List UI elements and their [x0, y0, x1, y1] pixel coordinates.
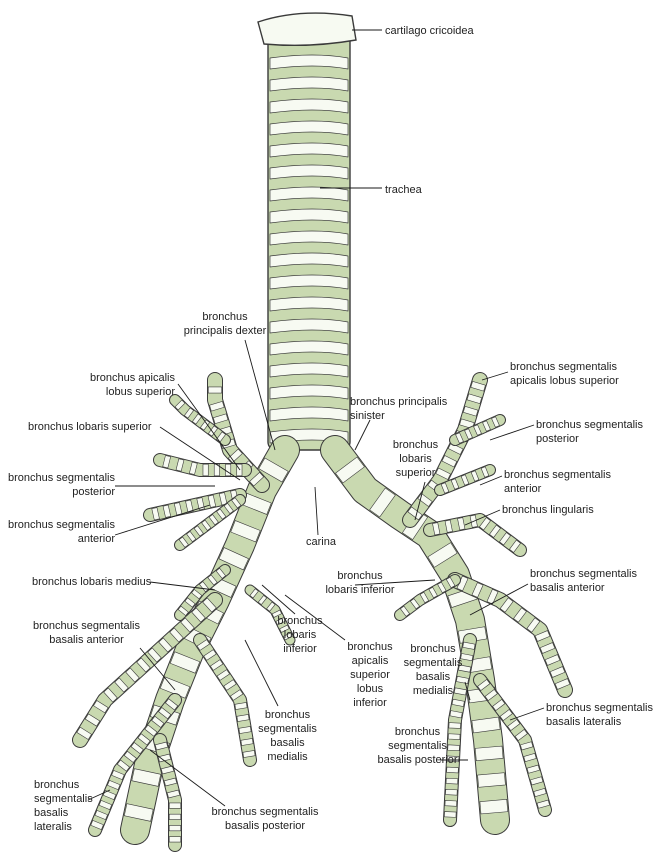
- label-cartilago-cricoidea: cartilago cricoidea: [385, 24, 474, 38]
- right-basal-medialis-shape: [197, 640, 255, 760]
- label-bronchus-segmentalis-basalis-medialis-right: bronchus segmentalis basalis medialis: [250, 708, 325, 764]
- label-bronchus-apicalis-lobus-superior: bronchus apicalis lobus superior: [60, 371, 175, 399]
- label-bronchus-lobaris-inferior-left: bronchus lobaris inferior: [320, 569, 400, 597]
- label-bronchus-lobaris-superior: bronchus lobaris superior: [28, 420, 152, 434]
- label-bronchus-segmentalis-basalis-lateralis-left: bronchus segmentalis basalis lateralis: [546, 701, 653, 729]
- label-trachea: trachea: [385, 183, 422, 197]
- leader-line: [315, 487, 318, 535]
- label-bronchus-lobaris-superior-left: bronchus lobaris superior: [388, 438, 443, 480]
- label-bronchus-lingularis: bronchus lingularis: [502, 503, 594, 517]
- label-bronchus-segmentalis-basalis-medialis-left: bronchus segmentalis basalis medialis: [398, 642, 468, 698]
- label-bronchus-segmentalis-basalis-lateralis-right: bronchus segmentalis basalis lateralis: [34, 778, 93, 834]
- label-bronchus-segmentalis-posterior-left: bronchus segmentalis posterior: [536, 418, 643, 446]
- label-bronchus-principalis-sinister: bronchus principalis sinister: [350, 395, 447, 423]
- label-bronchus-segmentalis-posterior-right: bronchus segmentalis posterior: [5, 471, 115, 499]
- leader-line: [510, 708, 544, 720]
- cricoid-cartilage-shape: [258, 13, 356, 45]
- label-carina: carina: [306, 535, 336, 549]
- leader-line: [355, 420, 370, 450]
- label-bronchus-segmentalis-anterior-right: bronchus segmentalis anterior: [5, 518, 115, 546]
- label-bronchus-lobaris-inferior-right: bronchus lobaris inferior: [270, 614, 330, 656]
- label-bronchus-lobaris-medius: bronchus lobaris medius: [32, 575, 151, 589]
- label-bronchus-principalis-dexter: bronchus principalis dexter: [180, 310, 270, 338]
- label-bronchus-segmentalis-basalis-posterior-right: bronchus segmentalis basalis posterior: [205, 805, 325, 833]
- trachea-shape: [268, 30, 350, 450]
- label-bronchus-segmentalis-apicalis-lobus-superior-left: bronchus segmentalis apicalis lobus supe…: [510, 360, 619, 388]
- label-bronchus-segmentalis-basalis-anterior-right: bronchus segmentalis basalis anterior: [24, 619, 149, 647]
- right-basal-posterior-shape: [155, 740, 180, 845]
- label-bronchus-segmentalis-basalis-anterior-left: bronchus segmentalis basalis anterior: [530, 567, 637, 595]
- label-bronchus-segmentalis-anterior-left: bronchus segmentalis anterior: [504, 468, 611, 496]
- label-bronchus-apicalis-superior-lobus-inferior: bronchus apicalis superior lobus inferio…: [340, 640, 400, 710]
- label-bronchus-segmentalis-basalis-posterior-left: bronchus segmentalis basalis posterior: [365, 725, 470, 767]
